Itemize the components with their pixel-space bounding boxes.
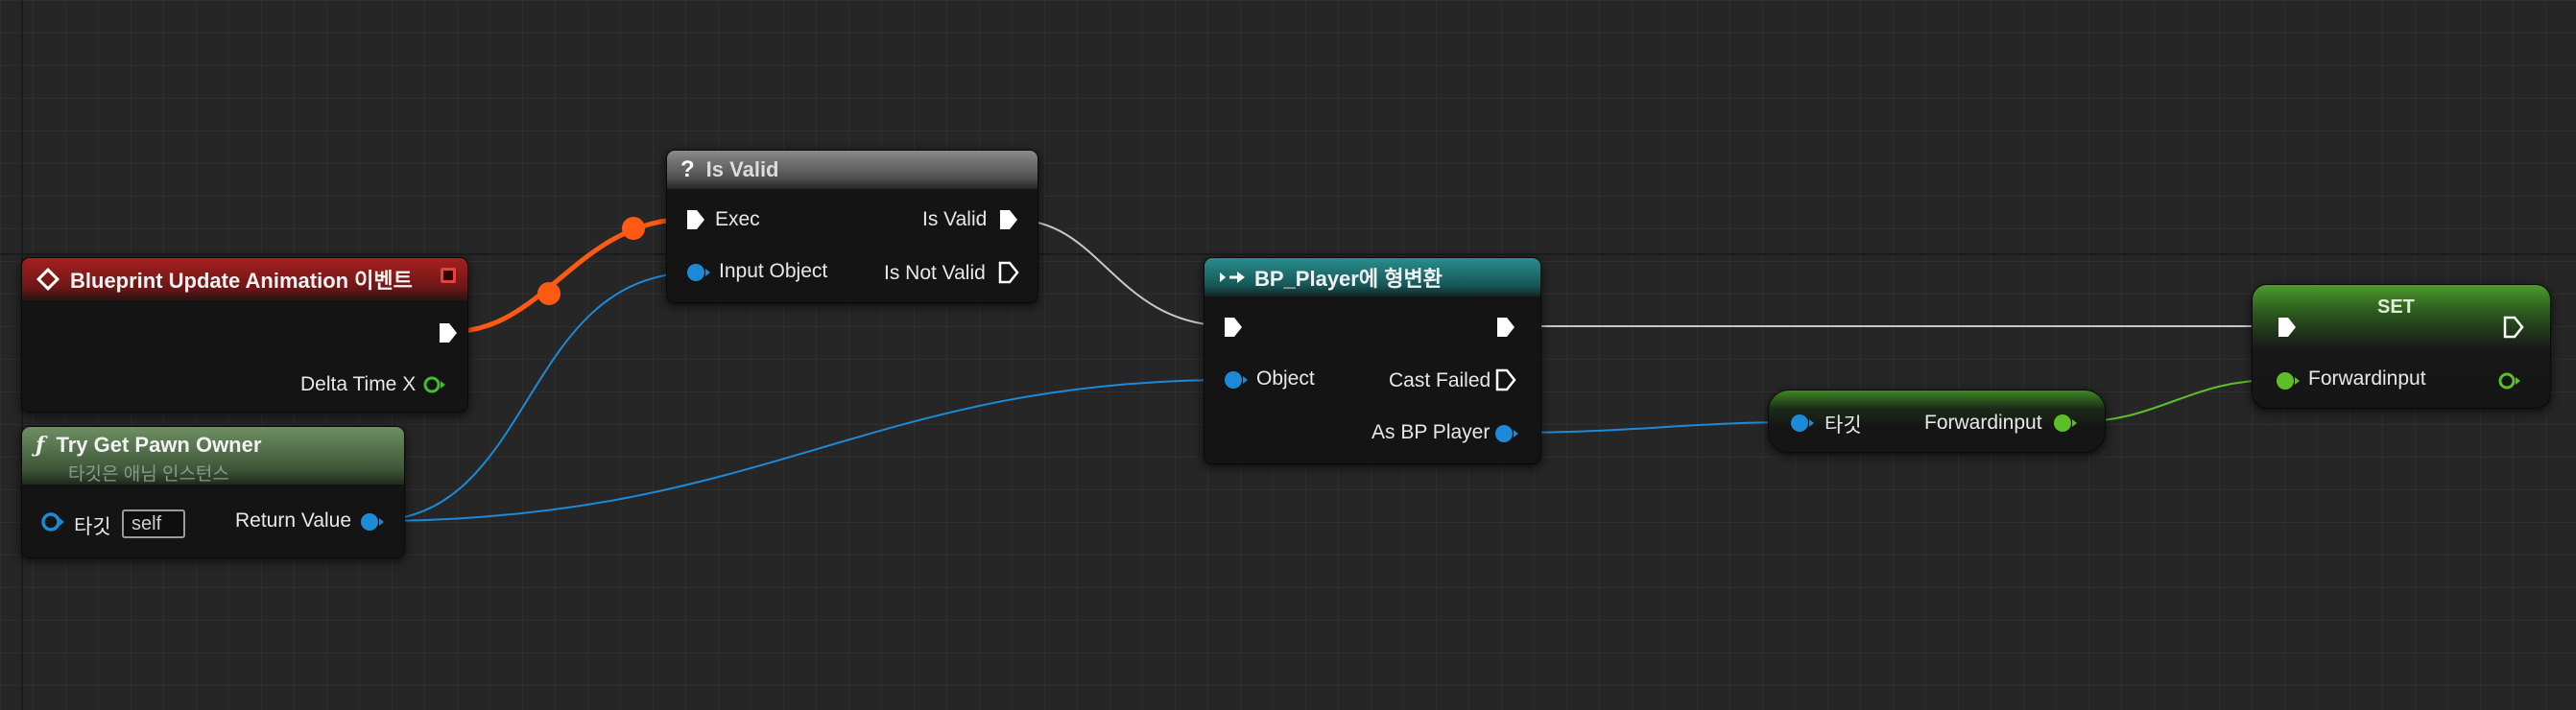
cast-node[interactable]: BP_Player에 형변환 Object Cast Failed As BP … [1204, 257, 1541, 464]
set-var-label: Forwardinput [2308, 367, 2426, 390]
wire-knot-1 [537, 282, 561, 305]
isvalid-not-valid-out-pin[interactable] [997, 260, 1020, 285]
isvalid-not-valid-label: Is Not Valid [884, 262, 986, 284]
target-self-field[interactable]: self [122, 509, 185, 538]
isvalid-exec-label: Exec [715, 208, 760, 230]
event-node[interactable]: Blueprint Update Animation 이벤트 Delta Tim… [21, 257, 468, 413]
exec-wire-event-to-isvalid [448, 216, 692, 335]
set-exec-out-pin[interactable] [2502, 315, 2525, 340]
get-forwardinput-node[interactable]: 타깃 Forwardinput [1768, 390, 2106, 453]
get-var-label: Forwardinput [1924, 412, 2042, 434]
cast-failed-label: Cast Failed [1389, 369, 1491, 391]
exec-wire-isvalid-to-cast [1013, 219, 1233, 327]
target-in-pin[interactable] [39, 509, 66, 534]
pawn-owner-node[interactable]: ƒ Try Get Pawn Owner 타깃은 애님 인스턴스 타깃 self… [21, 426, 405, 558]
pawn-owner-header[interactable]: ƒ Try Get Pawn Owner [22, 427, 404, 485]
object-wire-cast-to-get [1508, 421, 1798, 434]
cast-failed-out-pin[interactable] [1494, 367, 1517, 392]
question-icon: ? [680, 156, 695, 182]
get-target-pin[interactable] [1788, 411, 1815, 436]
stop-square-icon[interactable] [441, 268, 456, 283]
cast-exec-in-pin[interactable] [1222, 315, 1245, 340]
exec-out-pin[interactable] [437, 320, 460, 345]
cast-as-player-pin[interactable] [1492, 421, 1519, 446]
cast-header[interactable]: BP_Player에 형변환 [1205, 258, 1540, 296]
object-wire-pawn-to-isvalid [370, 272, 698, 522]
event-diamond-icon [36, 267, 60, 292]
return-value-pin[interactable] [358, 509, 385, 534]
isvalid-valid-label: Is Valid [922, 208, 988, 230]
wire-knot-2 [622, 217, 645, 240]
cast-exec-out-pin[interactable] [1494, 315, 1517, 340]
delta-time-pin[interactable] [421, 372, 446, 397]
function-icon: ƒ [36, 433, 45, 458]
get-target-label: 타깃 [1825, 414, 1862, 437]
get-var-out-pin[interactable] [2051, 411, 2078, 436]
object-wire-pawn-to-cast [370, 379, 1233, 522]
set-var-in-pin[interactable] [2274, 368, 2301, 393]
pawn-owner-title: Try Get Pawn Owner [56, 433, 262, 457]
delta-time-label: Delta Time X [300, 373, 417, 395]
cast-object-in-pin[interactable] [1222, 367, 1249, 392]
target-self-value: self [131, 513, 162, 534]
cast-title: BP_Player에 형변환 [1254, 267, 1443, 291]
target-label: 타깃 [74, 516, 111, 538]
event-node-title: Blueprint Update Animation 이벤트 [70, 269, 413, 293]
set-title: SET [2377, 296, 2415, 318]
isvalid-title: Is Valid [705, 157, 779, 181]
cast-as-player-label: As BP Player [1371, 421, 1491, 443]
set-var-out-pin[interactable] [2496, 368, 2523, 393]
isvalid-node[interactable]: ? Is Valid Exec Is Valid Input Object Is… [666, 150, 1038, 303]
event-node-header[interactable]: Blueprint Update Animation 이벤트 [22, 258, 467, 300]
cast-object-label: Object [1256, 367, 1315, 390]
set-exec-in-pin[interactable] [2276, 315, 2299, 340]
isvalid-header[interactable]: ? Is Valid [667, 151, 1038, 189]
cast-arrow-icon [1220, 272, 1245, 283]
pawn-owner-subtitle: 타깃은 애님 인스턴스 [68, 464, 229, 485]
isvalid-input-object-label: Input Object [719, 260, 828, 282]
return-value-label: Return Value [235, 509, 352, 532]
set-forwardinput-node[interactable]: SET Forwardinput [2252, 284, 2551, 409]
isvalid-input-object-pin[interactable] [684, 260, 711, 285]
isvalid-valid-out-pin[interactable] [997, 207, 1020, 232]
isvalid-exec-in-pin[interactable] [684, 207, 707, 232]
